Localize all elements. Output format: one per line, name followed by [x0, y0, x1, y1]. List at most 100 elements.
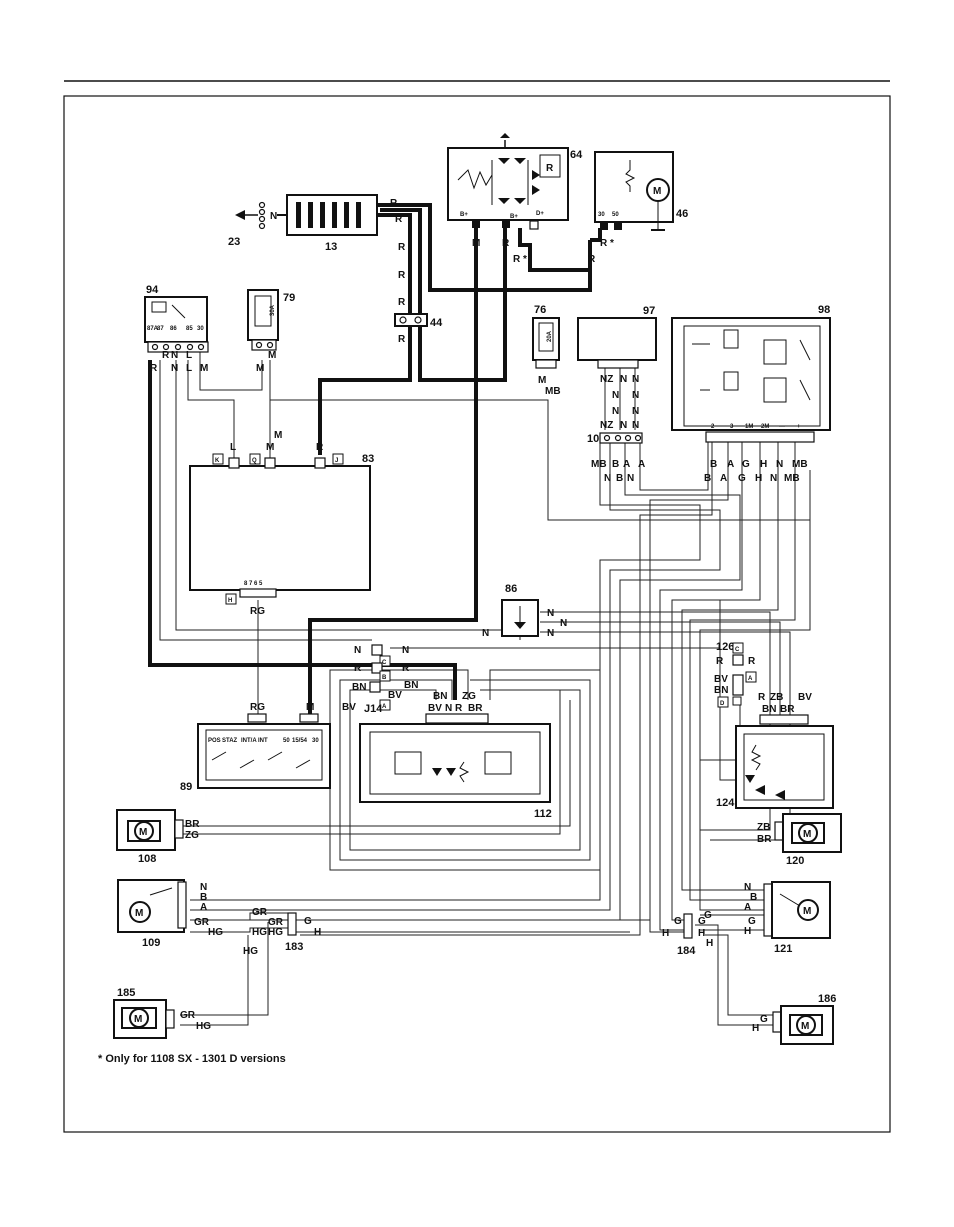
label-wire-codes-zg: ZG — [462, 691, 476, 702]
label-wire-codes-br: BR — [185, 819, 200, 830]
label-ignition89-pins-3: INT — [258, 738, 268, 744]
label-components-c185: 185 — [117, 987, 135, 999]
label-wire-codes-m: M — [538, 375, 546, 386]
label-ignition89-pins-4: 50 — [283, 738, 290, 744]
motor-109: M N B A GR HG 109 — [117, 879, 223, 949]
label-wire-codes-n: N — [776, 459, 783, 470]
label-wire-codes-m: M — [274, 430, 282, 441]
label-wire-codes-r: R — [716, 656, 724, 667]
label-wire-codes-h: H — [662, 928, 669, 939]
label-wire-codes-bn: BN — [762, 704, 776, 715]
label-wire-codes-n: N — [632, 374, 639, 385]
label-wire-codes-n: N — [632, 406, 639, 417]
label-components-c64: 64 — [570, 149, 583, 161]
label-ecu83-pins-1: Q — [252, 458, 257, 464]
label-wire-codes-nz: NZ — [600, 420, 613, 431]
label-components-c83: 83 — [362, 453, 374, 465]
label-wire-codes-hg: HG — [196, 1021, 211, 1032]
module-124: R ZB BV BN BR 124 — [716, 692, 834, 809]
label-wire-codes-g: G — [742, 459, 750, 470]
label-components-c44: 44 — [430, 317, 443, 329]
label-components-c121: 121 — [774, 943, 792, 955]
label-wire-codes-a: A — [720, 473, 727, 484]
label-components-c89: 89 — [180, 781, 192, 793]
label-wire-codes-n: N — [632, 390, 639, 401]
component-23: 23 N — [228, 201, 277, 248]
label-wire-codes-r: R — [354, 663, 362, 674]
label-wire-codes-zg: ZG — [185, 830, 199, 841]
label-components-c13: 13 — [325, 241, 337, 253]
label-components-c86: 86 — [505, 583, 517, 595]
label-motor-symbol: M — [803, 906, 811, 917]
label-pins98-5: + — [797, 424, 801, 430]
label-wire-codes-bn: BN — [352, 682, 366, 693]
label-components-c112: 112 — [534, 808, 552, 820]
label-pins98-4: — — [779, 424, 785, 430]
label-wire-codes-n: N — [171, 363, 178, 374]
label-wire-codes-zb: ZB — [757, 822, 770, 833]
label-wire-codes-h: H — [744, 926, 751, 937]
label-wire-codes-a: A — [623, 459, 630, 470]
connector-103: 103 MB B A A N B N — [587, 432, 645, 484]
label-wire-codes-l: L — [186, 350, 192, 361]
label-wire-codes-rg: RG — [250, 606, 265, 617]
label-alternator-r-box: R — [546, 163, 554, 174]
label-components-c186: 186 — [818, 993, 836, 1005]
label-starter-pin30: 30 — [598, 212, 605, 218]
label-wire-codes-r-star: R * — [513, 254, 527, 265]
label-ignition89-pins-1: STAZ — [222, 738, 238, 744]
starter-46: M 30 50 46 R R * — [588, 151, 688, 265]
motor-120: ZB BR M 120 — [757, 813, 842, 867]
label-wire-codes-b: B — [710, 459, 717, 470]
label-wire-codes-n: N — [171, 350, 178, 361]
label-wire-codes-g: G — [748, 916, 756, 927]
diagram-frame — [63, 95, 891, 1133]
label-wire-codes-l: L — [230, 442, 236, 453]
label-wire-codes-n: N — [547, 628, 554, 639]
label-ecu83-h: H — [228, 598, 232, 604]
label-wire-codes-r: R — [150, 363, 158, 374]
motor-185: 185 M GR HG — [113, 987, 211, 1039]
label-components-c97: 97 — [643, 305, 655, 317]
label-wire-codes-n: N — [200, 882, 207, 893]
label-wire-codes-g: G — [704, 910, 712, 921]
label-wire-codes-m: M — [306, 702, 314, 713]
label-starter-pin50: 50 — [612, 212, 619, 218]
label-components-c108: 108 — [138, 853, 156, 865]
ignition-switch-89: RG M POS STAZ INT/A INT 50 15/54 30 89 — [180, 702, 331, 793]
battery-13: 13 R R — [277, 194, 403, 253]
label-wire-codes-hg: HG — [252, 927, 267, 938]
label-wire-codes-gr: GR — [180, 1010, 196, 1021]
label-components-c120: 120 — [786, 855, 804, 867]
label-wire-codes-a: A — [727, 459, 734, 470]
label-components-c46: 46 — [676, 208, 688, 220]
label-starter-motor: M — [653, 186, 661, 197]
label-wire-codes-n: N — [402, 645, 409, 656]
label-wire-codes-n: N — [612, 390, 619, 401]
label-wire-codes-h: H — [314, 927, 321, 938]
label-motor-symbol: M — [134, 1014, 142, 1025]
label-wire-codes-rg: RG — [250, 702, 265, 713]
label-wire-codes-n: N — [270, 211, 277, 222]
label-wire-codes-mb: MB — [784, 473, 800, 484]
label-wire-codes-gr: GR — [268, 917, 284, 928]
label-wire-codes-n: N — [445, 703, 452, 714]
label-wire-codes-r: R — [395, 214, 403, 225]
label-wire-codes-r: R — [398, 334, 406, 345]
label-wire-codes-gr: GR — [252, 907, 268, 918]
label-relay94-pins-4: 30 — [197, 326, 204, 332]
label-wire-codes-mb: MB — [591, 459, 607, 470]
label-wire-codes-n: N — [612, 406, 619, 417]
module-112: BV N R BR BN ZG 112 — [359, 691, 552, 820]
label-wire-codes-bv: BV — [714, 674, 728, 685]
label-connector-letters-a: A — [382, 704, 387, 710]
label-wire-codes-m: M — [268, 350, 276, 361]
label-wire-codes-a: A — [744, 902, 751, 913]
label-motor-symbol: M — [803, 829, 811, 840]
connector-183: GR GR HG HG G H 183 HG — [243, 907, 321, 957]
label-wire-codes-bn: BN — [433, 691, 447, 702]
thin-wires — [159, 350, 830, 1026]
label-ecu83-pins-0: K — [215, 458, 220, 464]
label-wire-codes-g: G — [304, 916, 312, 927]
